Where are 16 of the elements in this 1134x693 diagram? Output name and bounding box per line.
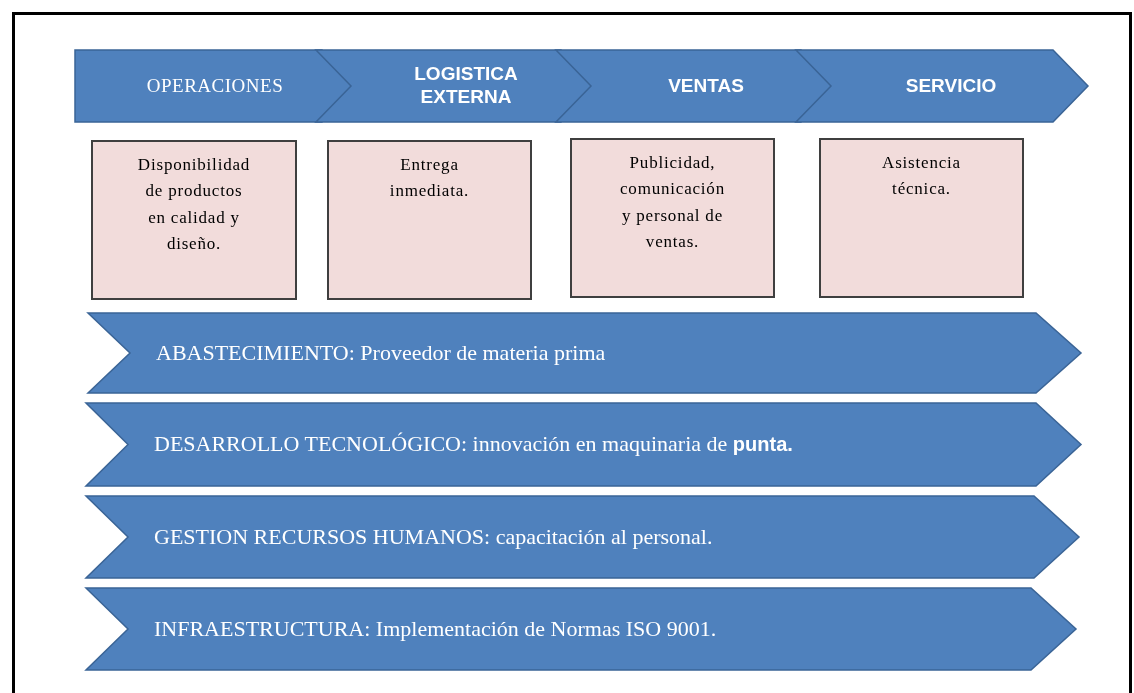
- note-text: Publicidad, comunicación y personal de ventas.: [619, 152, 726, 254]
- stage-label: VENTAS: [667, 74, 745, 98]
- activity-note-box: [91, 140, 297, 300]
- stage-label: SERVICIO: [904, 74, 998, 98]
- note-text: Entrega inmediata.: [388, 154, 471, 203]
- activity-note-box: [570, 138, 775, 298]
- activity-note-box: [819, 138, 1024, 298]
- support-activity-text: GESTION RECURSOS HUMANOS: capacitación al personal.: [154, 523, 713, 551]
- note-text: Disponibilidad de productos en calidad y diseño.: [136, 154, 252, 256]
- activity-note-box: [327, 140, 532, 300]
- support-activity-text: DESARROLLO TECNOLÓGICO: innovación en maquinaria de punta.: [154, 431, 793, 458]
- support-activity-text: ABASTECIMIENTO: Proveedor de materia prima: [156, 339, 606, 367]
- stage-label: OPERACIONES: [145, 74, 285, 98]
- support-activity-text: INFRAESTRUCTURA: Implementación de Normas ISO 9001.: [154, 615, 717, 643]
- stage-label: LOGISTICA EXTERNA: [413, 63, 519, 109]
- note-text: Asistencia técnica.: [881, 152, 962, 201]
